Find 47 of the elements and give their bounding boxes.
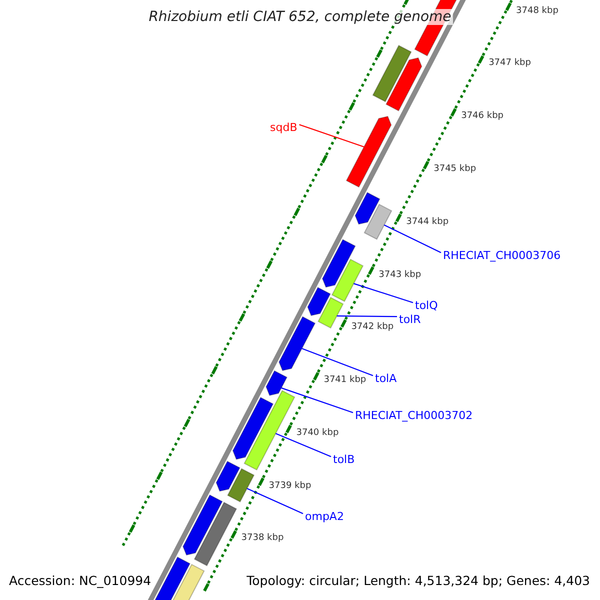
gene-block — [227, 468, 255, 502]
leader-line — [336, 315, 397, 318]
tick-label: 3746 kbp — [461, 111, 504, 122]
genome-summary-text: Topology: circular; Length: 4,513,324 bp; Genes: 4,403 — [246, 573, 590, 588]
tick-label: 3742 kbp — [351, 322, 394, 334]
gene-block — [266, 370, 288, 396]
leader-line — [384, 224, 442, 254]
gene-block — [364, 204, 392, 240]
accession-text: Accession: NC_010994 — [9, 573, 152, 588]
gene-block — [346, 116, 392, 188]
tick-label: 3748 kbp — [516, 6, 558, 16]
title: Rhizobium etli CIAT 652, complete genome — [146, 9, 454, 25]
leader-line — [246, 488, 304, 514]
gene-label: tolB — [333, 453, 355, 466]
gene-block — [244, 390, 296, 471]
tick-label: 3745 kbp — [434, 164, 476, 175]
gene-block — [372, 44, 412, 102]
gene-block — [331, 258, 364, 302]
tick-label: 3747 kbp — [488, 58, 531, 70]
leader-line — [281, 387, 354, 414]
tick-label: 3740 kbp — [296, 428, 339, 439]
gene-block — [232, 396, 274, 460]
gene-block — [385, 57, 422, 112]
gene-label: ompA2 — [305, 510, 344, 524]
tick-label: 3744 kbp — [406, 216, 449, 228]
tick-label: 3741 kbp — [324, 375, 366, 386]
gene-label: sqdB — [270, 121, 298, 134]
gene-label: tolQ — [415, 299, 438, 312]
gene-block — [354, 192, 380, 225]
leader-line — [299, 124, 364, 148]
gene-block — [182, 494, 223, 556]
leader-line — [275, 432, 332, 458]
gene-label: RHECIAT_CH0003702 — [355, 409, 473, 422]
leader-line — [354, 283, 414, 304]
gene-block — [194, 502, 238, 566]
gene-block — [307, 286, 331, 316]
gene-label: tolA — [375, 372, 397, 386]
gene-label: tolR — [399, 313, 421, 326]
tick-label: 3743 kbp — [378, 270, 422, 280]
tick-label: 3738 kbp — [241, 533, 284, 544]
tick-label: 3739 kbp — [268, 480, 312, 492]
gene-block — [318, 296, 344, 329]
gene-label: RHECIAT_CH0003706 — [443, 249, 561, 262]
gene-block — [278, 316, 316, 372]
leader-line — [302, 348, 374, 376]
gene-block — [216, 460, 240, 492]
gene-block — [322, 238, 356, 288]
